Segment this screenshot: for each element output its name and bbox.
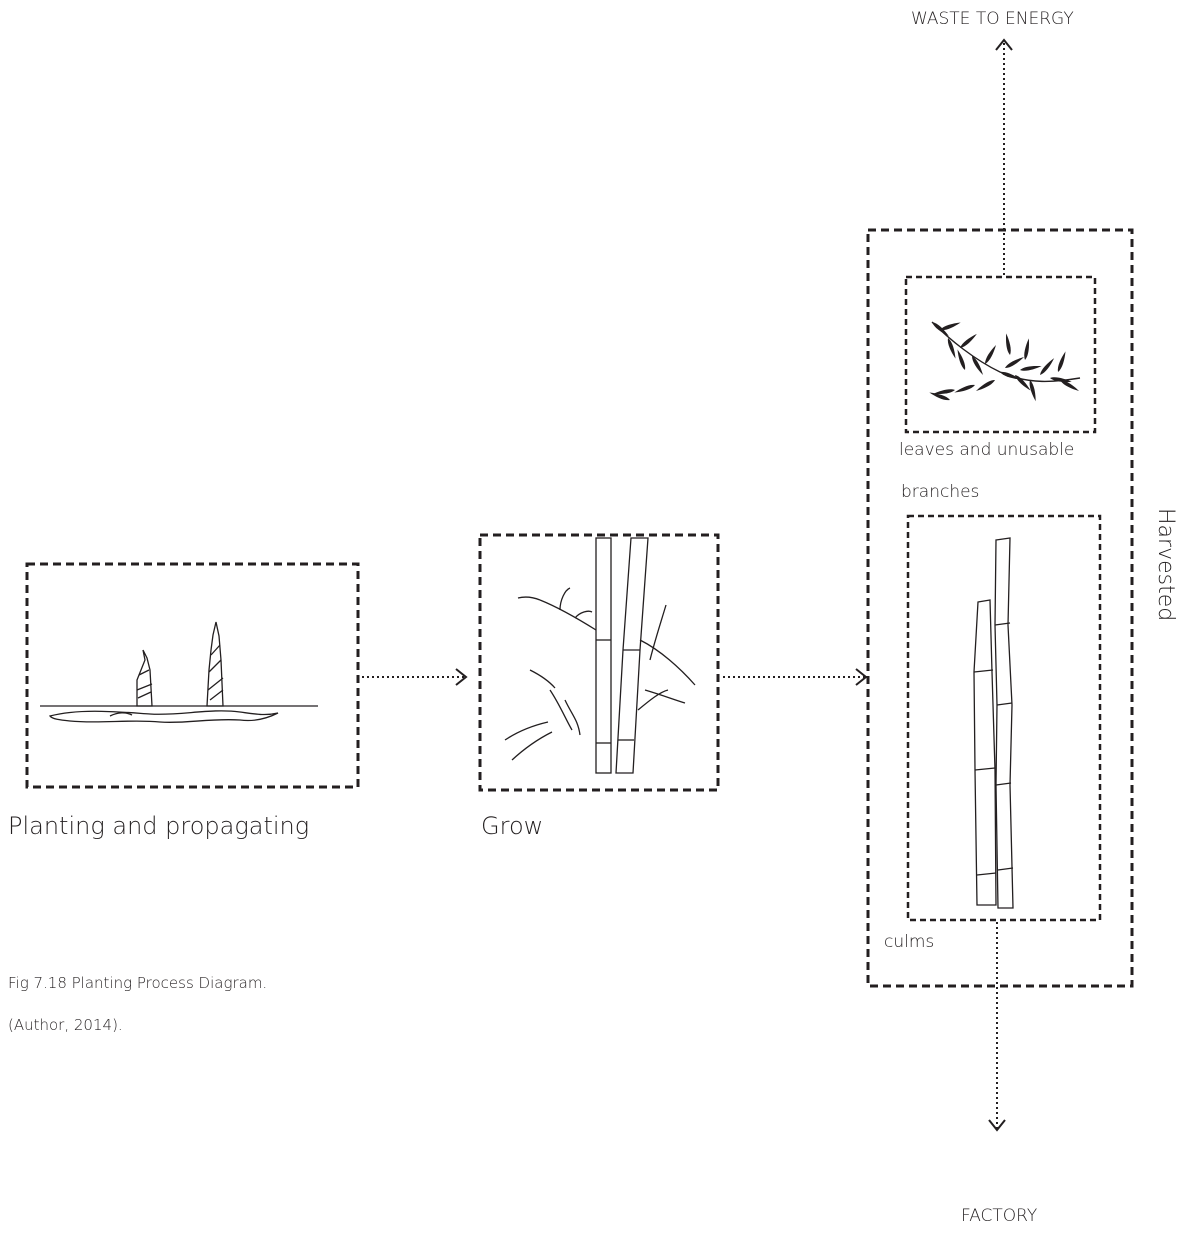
- bamboo-shoots-icon: [40, 622, 318, 722]
- grow-box: [480, 535, 718, 790]
- figure-caption-line1: Fig 7.18 Planting Process Diagram.: [8, 974, 267, 992]
- culms-box: [908, 516, 1100, 920]
- bamboo-leaves-icon: [929, 321, 1080, 402]
- step-grow-label: Grow: [481, 812, 543, 840]
- output-factory: FACTORY: [961, 1206, 1037, 1226]
- harvested-label: Harvested: [1153, 508, 1178, 621]
- leaves-box: [906, 277, 1095, 432]
- leaves-label-line1: leaves and unusable: [899, 440, 1074, 460]
- planting-box: [27, 564, 358, 787]
- arrow-to-factory: [989, 922, 1005, 1130]
- culms-label: culms: [884, 932, 934, 952]
- figure-caption-line2: (Author, 2014).: [8, 1016, 123, 1034]
- arrow-grow-to-harvest: [723, 669, 866, 685]
- leaves-label-line2: branches: [901, 482, 979, 502]
- step-planting-label: Planting and propagating: [8, 812, 309, 840]
- bamboo-culms-icon: [974, 538, 1013, 908]
- arrow-plant-to-grow: [362, 669, 466, 685]
- arrow-to-waste-energy: [996, 40, 1012, 275]
- output-waste-to-energy: WASTE TO ENERGY: [911, 9, 1074, 29]
- bamboo-plant-icon: [505, 538, 695, 773]
